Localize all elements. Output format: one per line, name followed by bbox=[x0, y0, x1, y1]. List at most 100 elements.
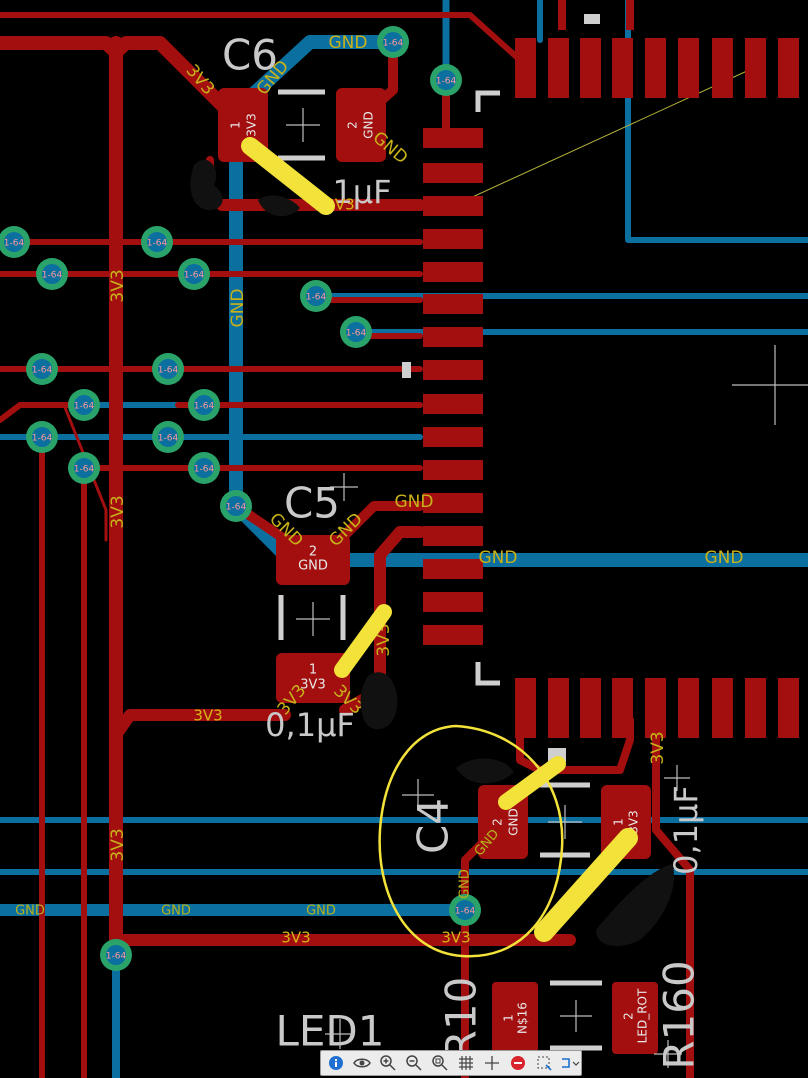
svg-text:1-64: 1-64 bbox=[194, 465, 215, 475]
svg-text:1-64: 1-64 bbox=[147, 239, 168, 249]
via: 1-64 bbox=[68, 389, 100, 421]
svg-text:1-64: 1-64 bbox=[455, 907, 476, 917]
c4-value: 0,1µF bbox=[667, 785, 705, 875]
annotation-black-scribble bbox=[258, 195, 300, 217]
c6-pad1-number: 1 bbox=[229, 121, 243, 129]
c6-reference: C6 bbox=[222, 31, 278, 80]
vias: 1-64 1-64 1-64 1-64 1-64 1-64 1-64 1-64 … bbox=[0, 26, 481, 971]
via: 1-64 bbox=[377, 26, 409, 58]
net-label-gnd: GND bbox=[228, 289, 248, 328]
c4-pad1-number: 1 bbox=[612, 818, 626, 826]
annotation-yellow-stroke bbox=[334, 604, 392, 678]
via: 1-64 bbox=[220, 490, 252, 522]
net-label-gnd: GND bbox=[161, 904, 191, 919]
net-label-gnd: GND bbox=[395, 492, 434, 512]
grid-icon[interactable] bbox=[455, 1052, 477, 1074]
svg-text:1-64: 1-64 bbox=[158, 366, 179, 376]
svg-text:1-64: 1-64 bbox=[436, 77, 457, 87]
c5-pad2-net: GND bbox=[298, 559, 328, 574]
zoom-fit-icon[interactable] bbox=[429, 1052, 451, 1074]
annotation-highlight-circle bbox=[378, 724, 564, 958]
info-icon[interactable] bbox=[325, 1052, 347, 1074]
via: 1-64 bbox=[152, 421, 184, 453]
via: 1-64 bbox=[449, 894, 481, 926]
r10-pad-net: N$16 bbox=[516, 1002, 530, 1034]
via: 1-64 bbox=[100, 939, 132, 971]
net-label-3v3: 3V3 bbox=[441, 929, 470, 947]
via: 1-64 bbox=[188, 452, 220, 484]
net-label-3v3: 3V3 bbox=[281, 929, 310, 947]
via: 1-64 bbox=[178, 258, 210, 290]
via: 1-64 bbox=[68, 452, 100, 484]
net-label-3v3: 3V3 bbox=[108, 495, 128, 528]
via: 1-64 bbox=[300, 280, 332, 312]
via: 1-64 bbox=[0, 226, 30, 258]
r10-reference: R10 bbox=[437, 977, 486, 1060]
svg-text:1-64: 1-64 bbox=[4, 239, 25, 249]
net-label-3v3: 3V3 bbox=[648, 731, 668, 764]
c4-pad2-net: GND bbox=[507, 808, 521, 836]
zoom-in-icon[interactable] bbox=[377, 1052, 399, 1074]
annotation-yellow-stroke bbox=[498, 756, 566, 810]
annotation-yellow-stroke bbox=[241, 137, 335, 215]
svg-text:1-64: 1-64 bbox=[306, 293, 327, 303]
via: 1-64 bbox=[152, 353, 184, 385]
c4-reference: C4 bbox=[409, 798, 458, 854]
viewer-toolbar bbox=[320, 1050, 582, 1076]
select-icon[interactable] bbox=[533, 1052, 555, 1074]
c6-pad2-number: 2 bbox=[346, 121, 360, 129]
svg-text:1-64: 1-64 bbox=[346, 329, 367, 339]
svg-text:1-64: 1-64 bbox=[74, 465, 95, 475]
net-label-3v3: 3V3 bbox=[108, 828, 128, 861]
via: 1-64 bbox=[26, 353, 58, 385]
svg-text:1-64: 1-64 bbox=[74, 402, 95, 412]
resistor-r160[interactable]: R160 2 LED_ROT bbox=[550, 960, 704, 1070]
svg-text:1-64: 1-64 bbox=[184, 271, 205, 281]
svg-text:1-64: 1-64 bbox=[194, 402, 215, 412]
net-label-3v3: 3V3 bbox=[108, 269, 128, 302]
net-label-gnd: GND bbox=[479, 548, 518, 568]
annotation-yellow-stroke bbox=[534, 828, 638, 942]
via: 1-64 bbox=[36, 258, 68, 290]
led1-footprint[interactable]: LED1 bbox=[276, 1007, 385, 1056]
c4-pad1-net: 3V3 bbox=[627, 810, 641, 833]
r160-reference: R160 bbox=[655, 960, 704, 1069]
via: 1-64 bbox=[26, 421, 58, 453]
stop-icon[interactable] bbox=[507, 1052, 529, 1074]
r160-pad-net: LED_ROT bbox=[636, 988, 650, 1043]
ic-pins-bottom-side bbox=[515, 678, 799, 738]
zoom-out-icon[interactable] bbox=[403, 1052, 425, 1074]
net-label-gnd: GND bbox=[458, 869, 473, 899]
c5-pad1-number: 1 bbox=[309, 663, 317, 678]
net-label-gnd: GND bbox=[329, 33, 368, 53]
svg-text:1-64: 1-64 bbox=[32, 366, 53, 376]
svg-text:1-64: 1-64 bbox=[42, 271, 63, 281]
eye-icon[interactable] bbox=[351, 1052, 373, 1074]
svg-text:1-64: 1-64 bbox=[226, 503, 247, 513]
ic-pins-left-side bbox=[423, 128, 483, 645]
net-label-gnd: GND bbox=[306, 904, 336, 919]
r10-pad-number: 1 bbox=[502, 1014, 516, 1022]
route-icon[interactable] bbox=[559, 1052, 581, 1074]
svg-text:1-64: 1-64 bbox=[106, 952, 127, 962]
annotation-black-scribble bbox=[360, 672, 398, 730]
c6-pad1-net: 3V3 bbox=[245, 113, 259, 136]
capacitor-c5[interactable]: C5 0,1µF 2 GND 1 3V3 bbox=[265, 473, 358, 744]
markup-annotations bbox=[190, 137, 675, 958]
c6-pad2-net: GND bbox=[362, 111, 376, 139]
c5-pad2-number: 2 bbox=[309, 545, 317, 560]
svg-text:1-64: 1-64 bbox=[158, 434, 179, 444]
crosshair-icon[interactable] bbox=[481, 1052, 503, 1074]
svg-text:1-64: 1-64 bbox=[32, 434, 53, 444]
net-label-3v3: 3V3 bbox=[193, 707, 222, 725]
resistor-r10[interactable]: R10 1 N$16 bbox=[437, 977, 539, 1060]
via: 1-64 bbox=[340, 316, 372, 348]
c5-pad1-net: 3V3 bbox=[300, 678, 325, 693]
c5-value: 0,1µF bbox=[265, 706, 355, 744]
c5-reference: C5 bbox=[284, 479, 340, 528]
annotation-black-scribble bbox=[456, 758, 514, 784]
ic-outline bbox=[402, 90, 808, 686]
via: 1-64 bbox=[188, 389, 220, 421]
c6-value: 1µF bbox=[332, 173, 391, 211]
